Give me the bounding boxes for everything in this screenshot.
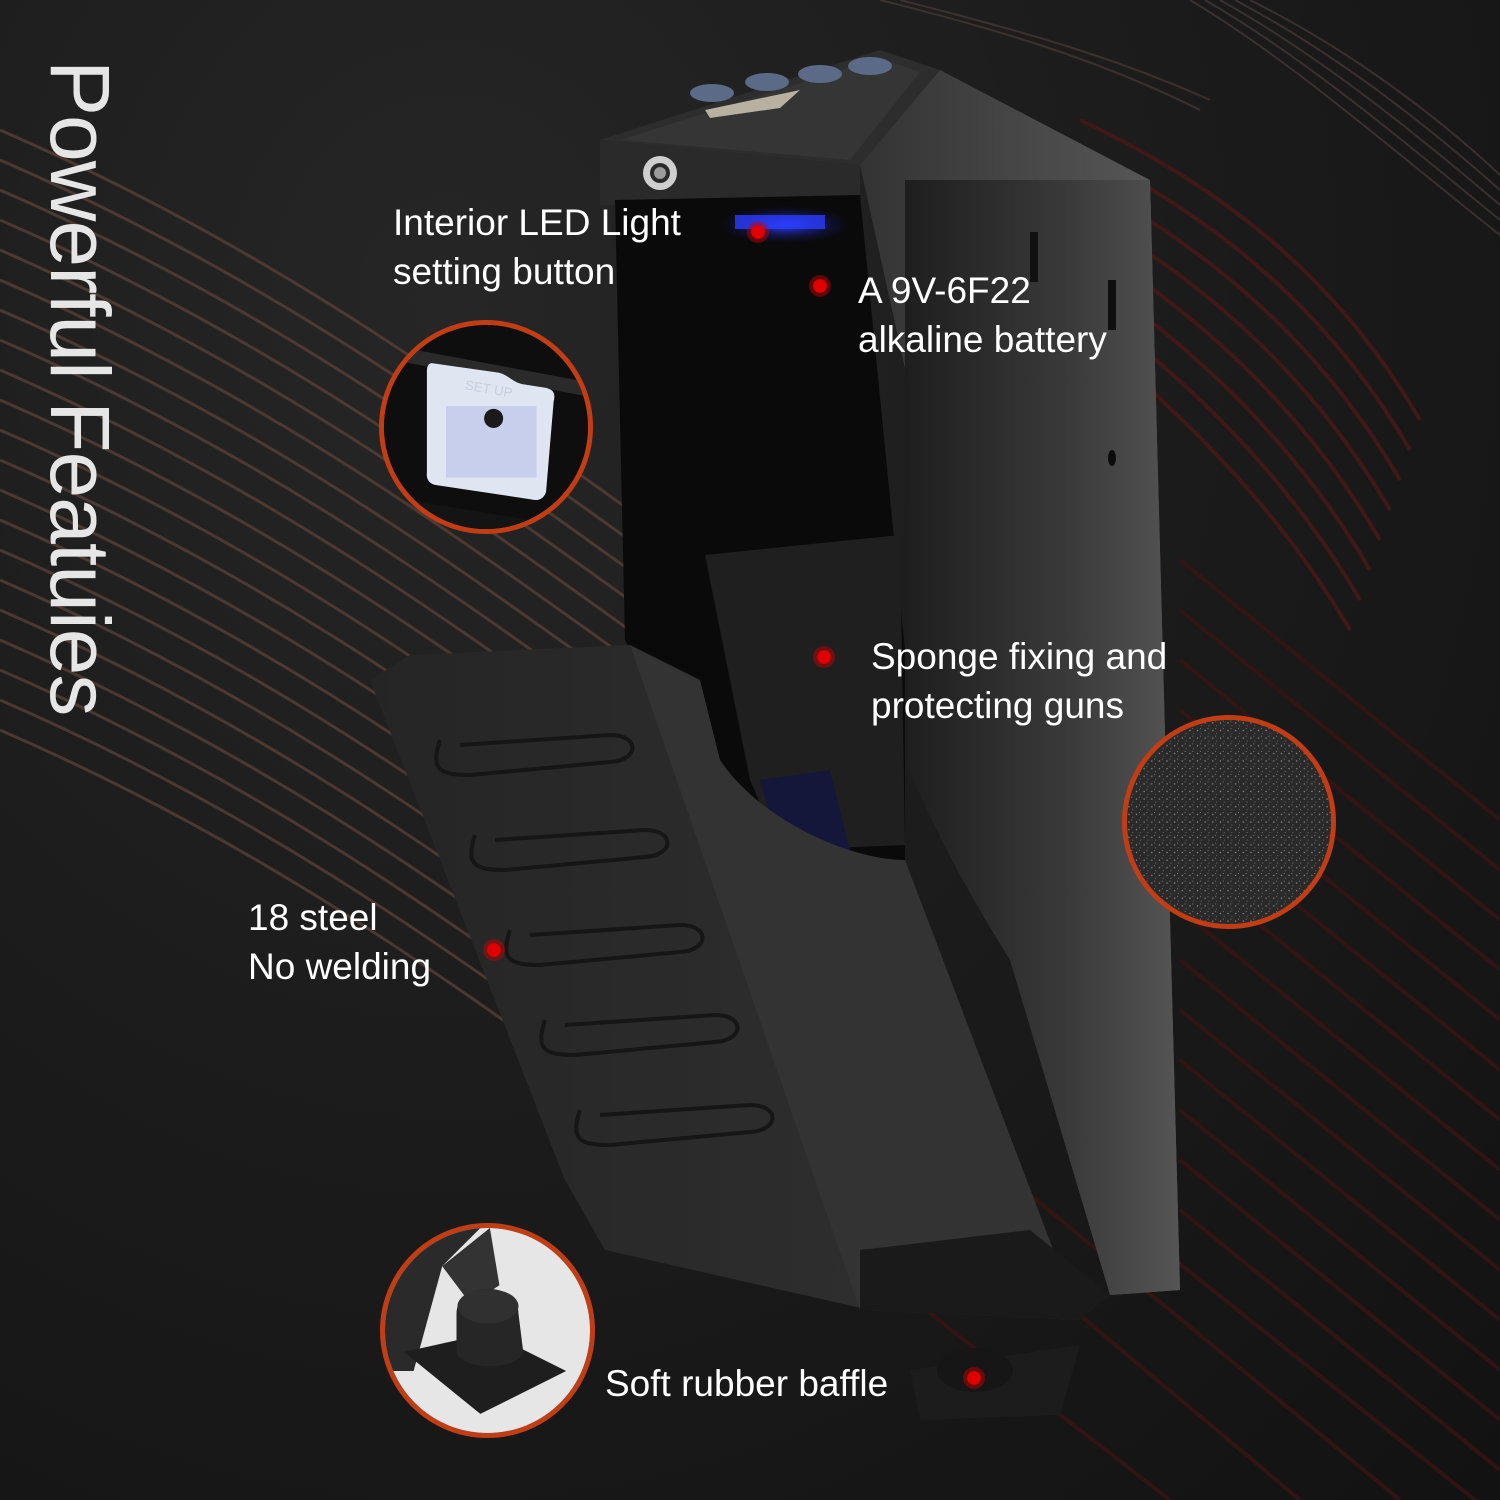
sponge-texture-icon <box>1127 720 1331 924</box>
inset-sponge-texture <box>1122 715 1336 929</box>
feature-sponge-line-2: protecting guns <box>871 685 1125 726</box>
feature-battery-line-2: alkaline battery <box>858 319 1107 360</box>
feature-steel-line-1: 18 steel <box>248 897 378 938</box>
hotspot-steel <box>483 939 505 961</box>
hotspot-battery <box>809 275 831 297</box>
feature-led-line-1: Interior LED Light <box>393 202 681 243</box>
feature-battery-line-1: A 9V-6F22 <box>858 270 1031 311</box>
hotspot-led <box>747 221 769 243</box>
feature-steel-line-2: No welding <box>248 946 432 987</box>
feature-label-battery: A 9V-6F22 alkaline battery <box>858 266 1107 364</box>
hotspot-sponge <box>813 646 835 668</box>
rubber-baffle-closeup-icon <box>385 1228 590 1433</box>
feature-led-line-2: setting button <box>393 251 616 292</box>
setup-button-closeup-icon: SET UP <box>384 325 588 529</box>
feature-label-steel: 18 steel No welding <box>248 893 431 991</box>
feature-sponge-line-1: Sponge fixing and <box>871 636 1168 677</box>
hotspot-baffle <box>963 1367 985 1389</box>
inset-rubber-baffle <box>380 1223 595 1438</box>
feature-label-led: Interior LED Light setting button <box>393 198 681 296</box>
feature-label-sponge: Sponge fixing and protecting guns <box>871 632 1167 730</box>
feature-label-baffle: Soft rubber baffle <box>605 1359 888 1408</box>
feature-baffle-line-1: Soft rubber baffle <box>605 1363 889 1404</box>
inset-setup-button: SET UP <box>379 320 593 534</box>
